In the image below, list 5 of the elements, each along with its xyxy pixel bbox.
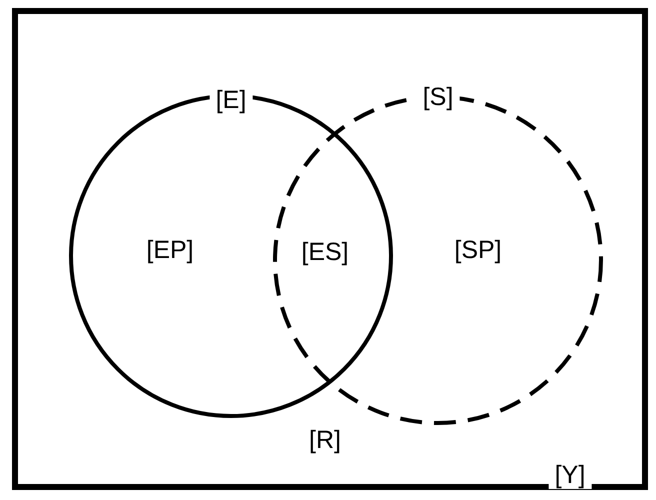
region-label: [R] xyxy=(309,426,341,454)
frame-box xyxy=(12,8,648,490)
region-label: [EP] xyxy=(146,236,194,264)
region-label: [ES] xyxy=(301,238,349,266)
region-label: [SP] xyxy=(454,236,502,264)
